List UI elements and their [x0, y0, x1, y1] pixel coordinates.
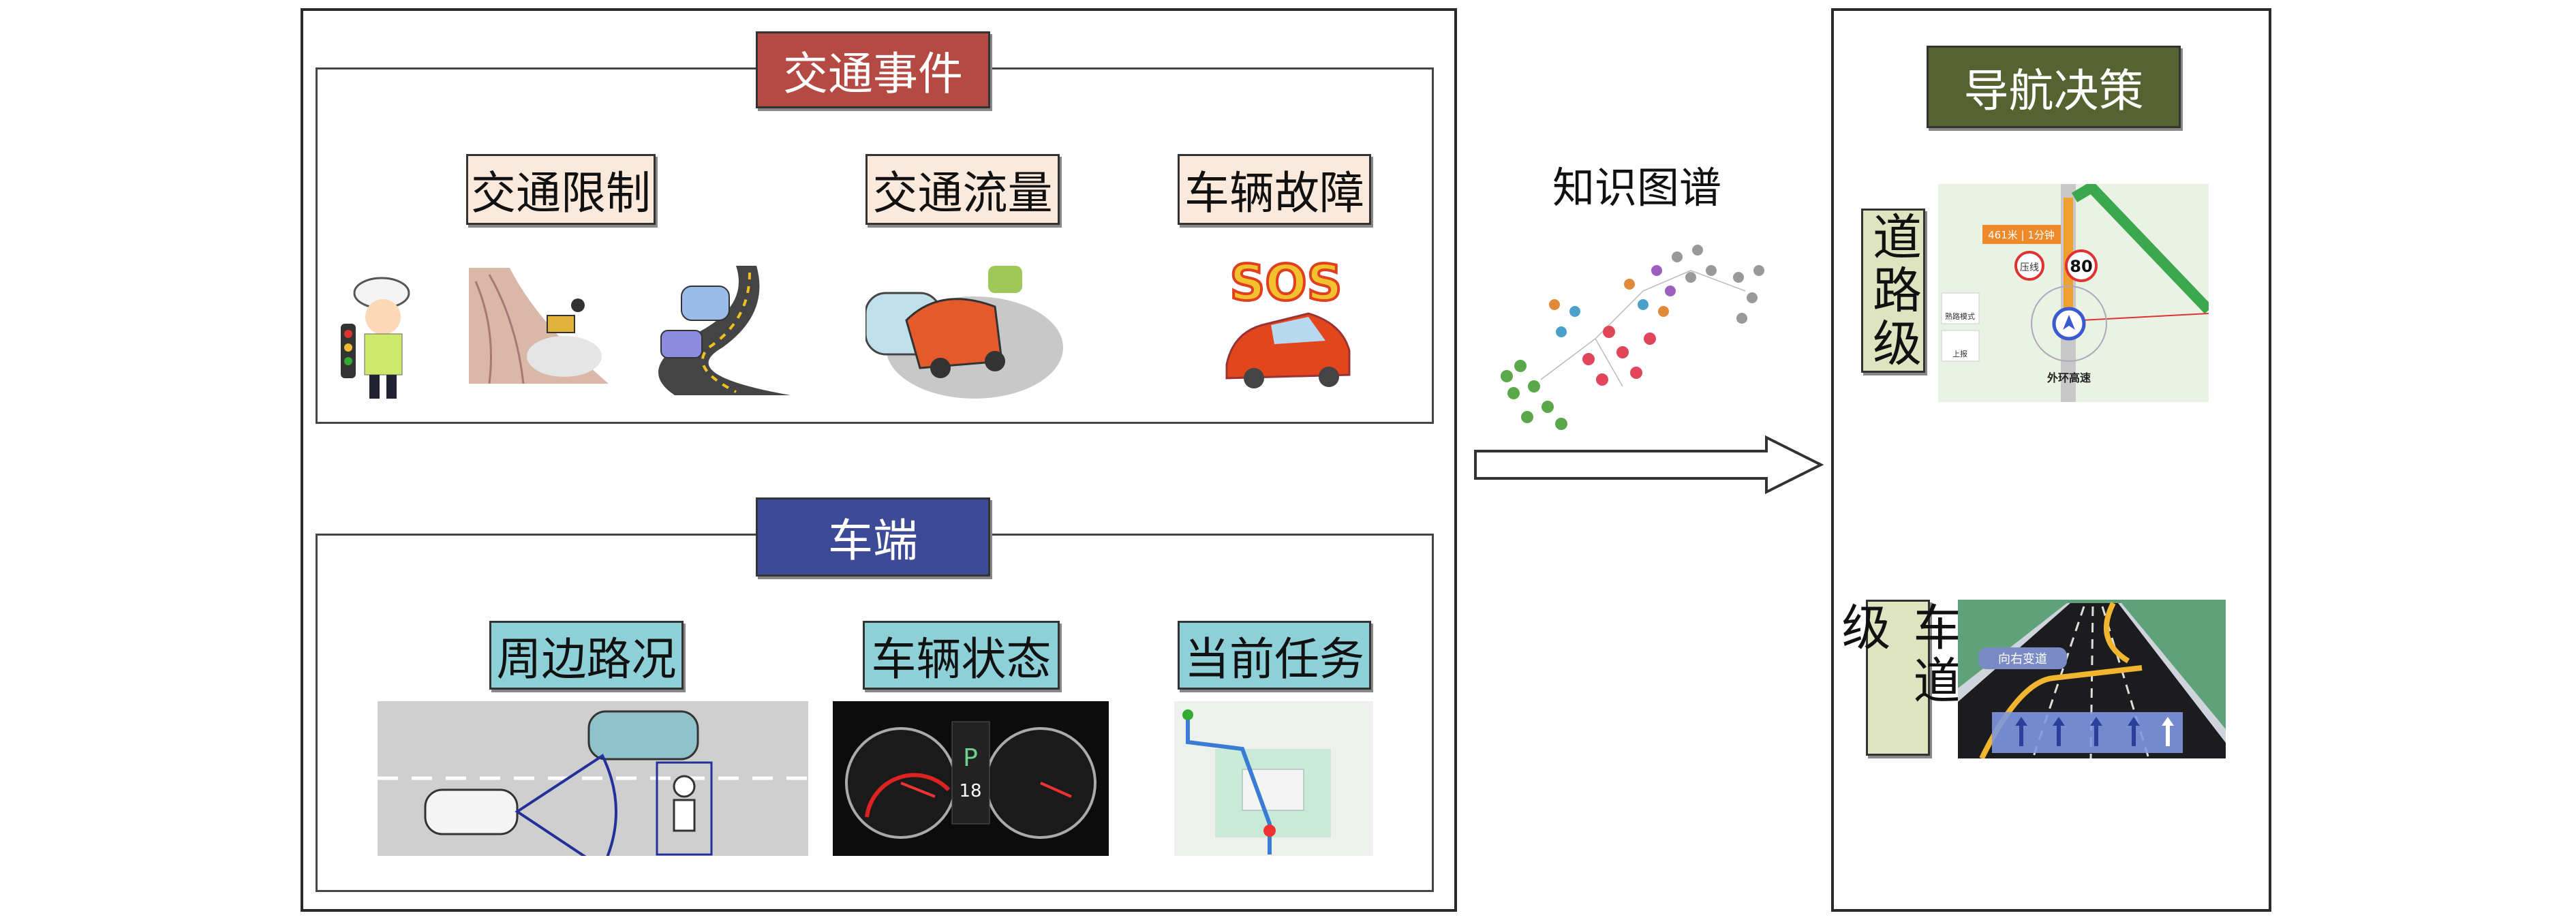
restriction-sign: 压线: [2020, 262, 2039, 273]
knowledge-graph-label: 知识图谱: [1552, 163, 1722, 213]
gear-indicator: P: [963, 744, 978, 772]
traffic-events-title: 交通事件: [756, 31, 990, 108]
speed-limit-sign: 80: [2070, 257, 2092, 276]
vehicle-fault-label: 车辆故障: [1178, 154, 1371, 225]
current-task-label: 当前任务: [1178, 621, 1371, 690]
road-name: 外环高速: [2046, 371, 2091, 384]
lane-level-label: 车道级: [1833, 600, 1962, 756]
traffic-restriction-label: 交通限制: [466, 154, 656, 225]
sos-text: SOS: [1230, 254, 1343, 311]
familiar-route-mode-button[interactable]: 熟路模式: [1945, 311, 1975, 321]
dashboard-icon: P 18: [833, 701, 1109, 856]
knowledge-graph-icon: [1486, 230, 1774, 444]
surrounding-road-label: 周边路况: [489, 621, 684, 690]
report-button[interactable]: 上报: [1952, 349, 1967, 358]
road-level-label: 道路级: [1861, 209, 1925, 373]
flow-arrow: [1473, 435, 1824, 494]
lane-change-instruction: 向右变道: [1998, 652, 2047, 666]
navigation-decision-title: 导航决策: [1927, 46, 2181, 128]
task-map-icon: [1174, 701, 1373, 856]
landslide-icon: [469, 268, 609, 384]
speed-readout: 18: [959, 781, 981, 801]
left-panel: [301, 8, 1457, 912]
lane-level-view: 向右变道: [1958, 600, 2226, 758]
distance-time-readout: 461米 | 1分钟: [1988, 229, 2055, 241]
road-scene-icon: [378, 701, 808, 856]
vehicle-status-label: 车辆状态: [863, 621, 1060, 690]
traffic-jam-icon: [865, 259, 1063, 402]
right-panel: [1831, 8, 2271, 912]
road-level-map: 压线 80 461米 | 1分钟 熟路模式 上报 外环高速: [1938, 184, 2209, 402]
accident-road-icon: [634, 266, 791, 395]
traffic-police-icon: [334, 269, 416, 402]
sos-car-icon: SOS: [1206, 249, 1366, 392]
vehicle-side-title: 车端: [756, 497, 990, 577]
traffic-flow-label: 交通流量: [865, 154, 1060, 225]
